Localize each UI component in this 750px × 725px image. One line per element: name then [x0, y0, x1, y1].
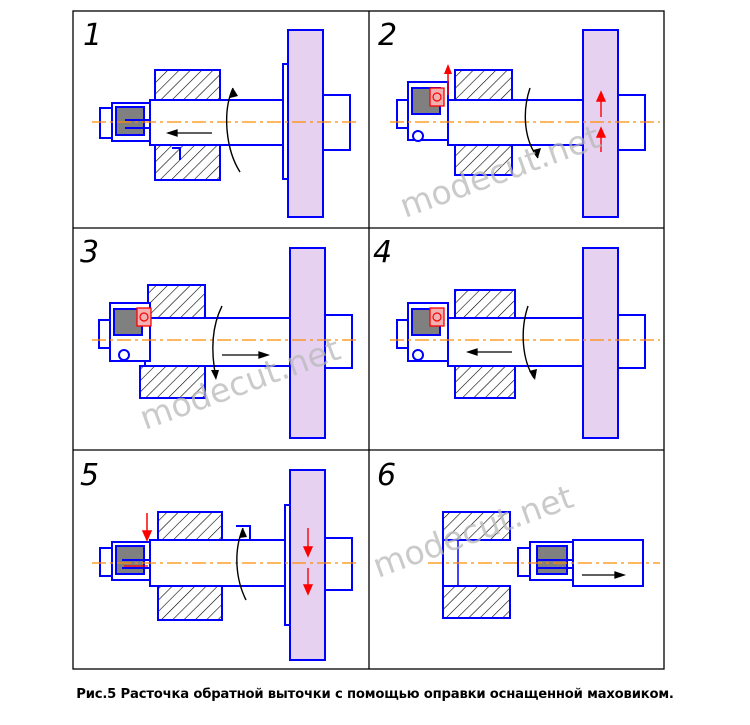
- panel-number-6: 6: [377, 458, 396, 493]
- flywheel-marker: [595, 90, 607, 152]
- flywheel: [582, 247, 619, 439]
- panel-4: 4: [373, 235, 660, 439]
- panel-number-1: 1: [83, 18, 102, 53]
- flywheel: [289, 247, 326, 439]
- panel-number-2: 2: [378, 18, 397, 53]
- panel-grid: [72, 10, 665, 670]
- flywheel-marker: [302, 528, 314, 596]
- panel-5: 5: [80, 458, 360, 661]
- feed-arrow: [582, 571, 627, 579]
- panel-3: 3: [80, 235, 360, 439]
- rotation-arrow: [524, 87, 539, 159]
- figure-caption: Рис.5 Расточка обратной выточки с помощь…: [76, 687, 674, 702]
- cutter-marker: [136, 307, 152, 327]
- panel-1: 1: [83, 18, 360, 218]
- cutter-marker: [429, 307, 445, 327]
- workpiece-housing: [442, 511, 511, 619]
- feed-arrow: [465, 348, 512, 356]
- panel-number-5: 5: [80, 458, 99, 493]
- feed-arrow: [165, 129, 212, 137]
- boring-head: [517, 541, 574, 581]
- panel-number-4: 4: [373, 235, 392, 270]
- flywheel: [582, 29, 619, 218]
- figure-diagram: 1 2: [72, 10, 665, 670]
- spindle-shaft: [447, 314, 646, 369]
- workpiece-housing: [454, 69, 513, 176]
- rotation-arrow: [225, 87, 241, 173]
- boring-head: [99, 541, 151, 581]
- panel-6: 6: [377, 458, 660, 619]
- cutter-marker: [124, 513, 153, 567]
- cutter-marker: [429, 64, 452, 107]
- workpiece-housing: [154, 69, 221, 181]
- flywheel: [284, 469, 326, 661]
- panel-number-3: 3: [80, 235, 99, 270]
- flywheel: [282, 29, 324, 218]
- panel-2: 2: [378, 18, 660, 218]
- feed-arrow: [222, 351, 271, 359]
